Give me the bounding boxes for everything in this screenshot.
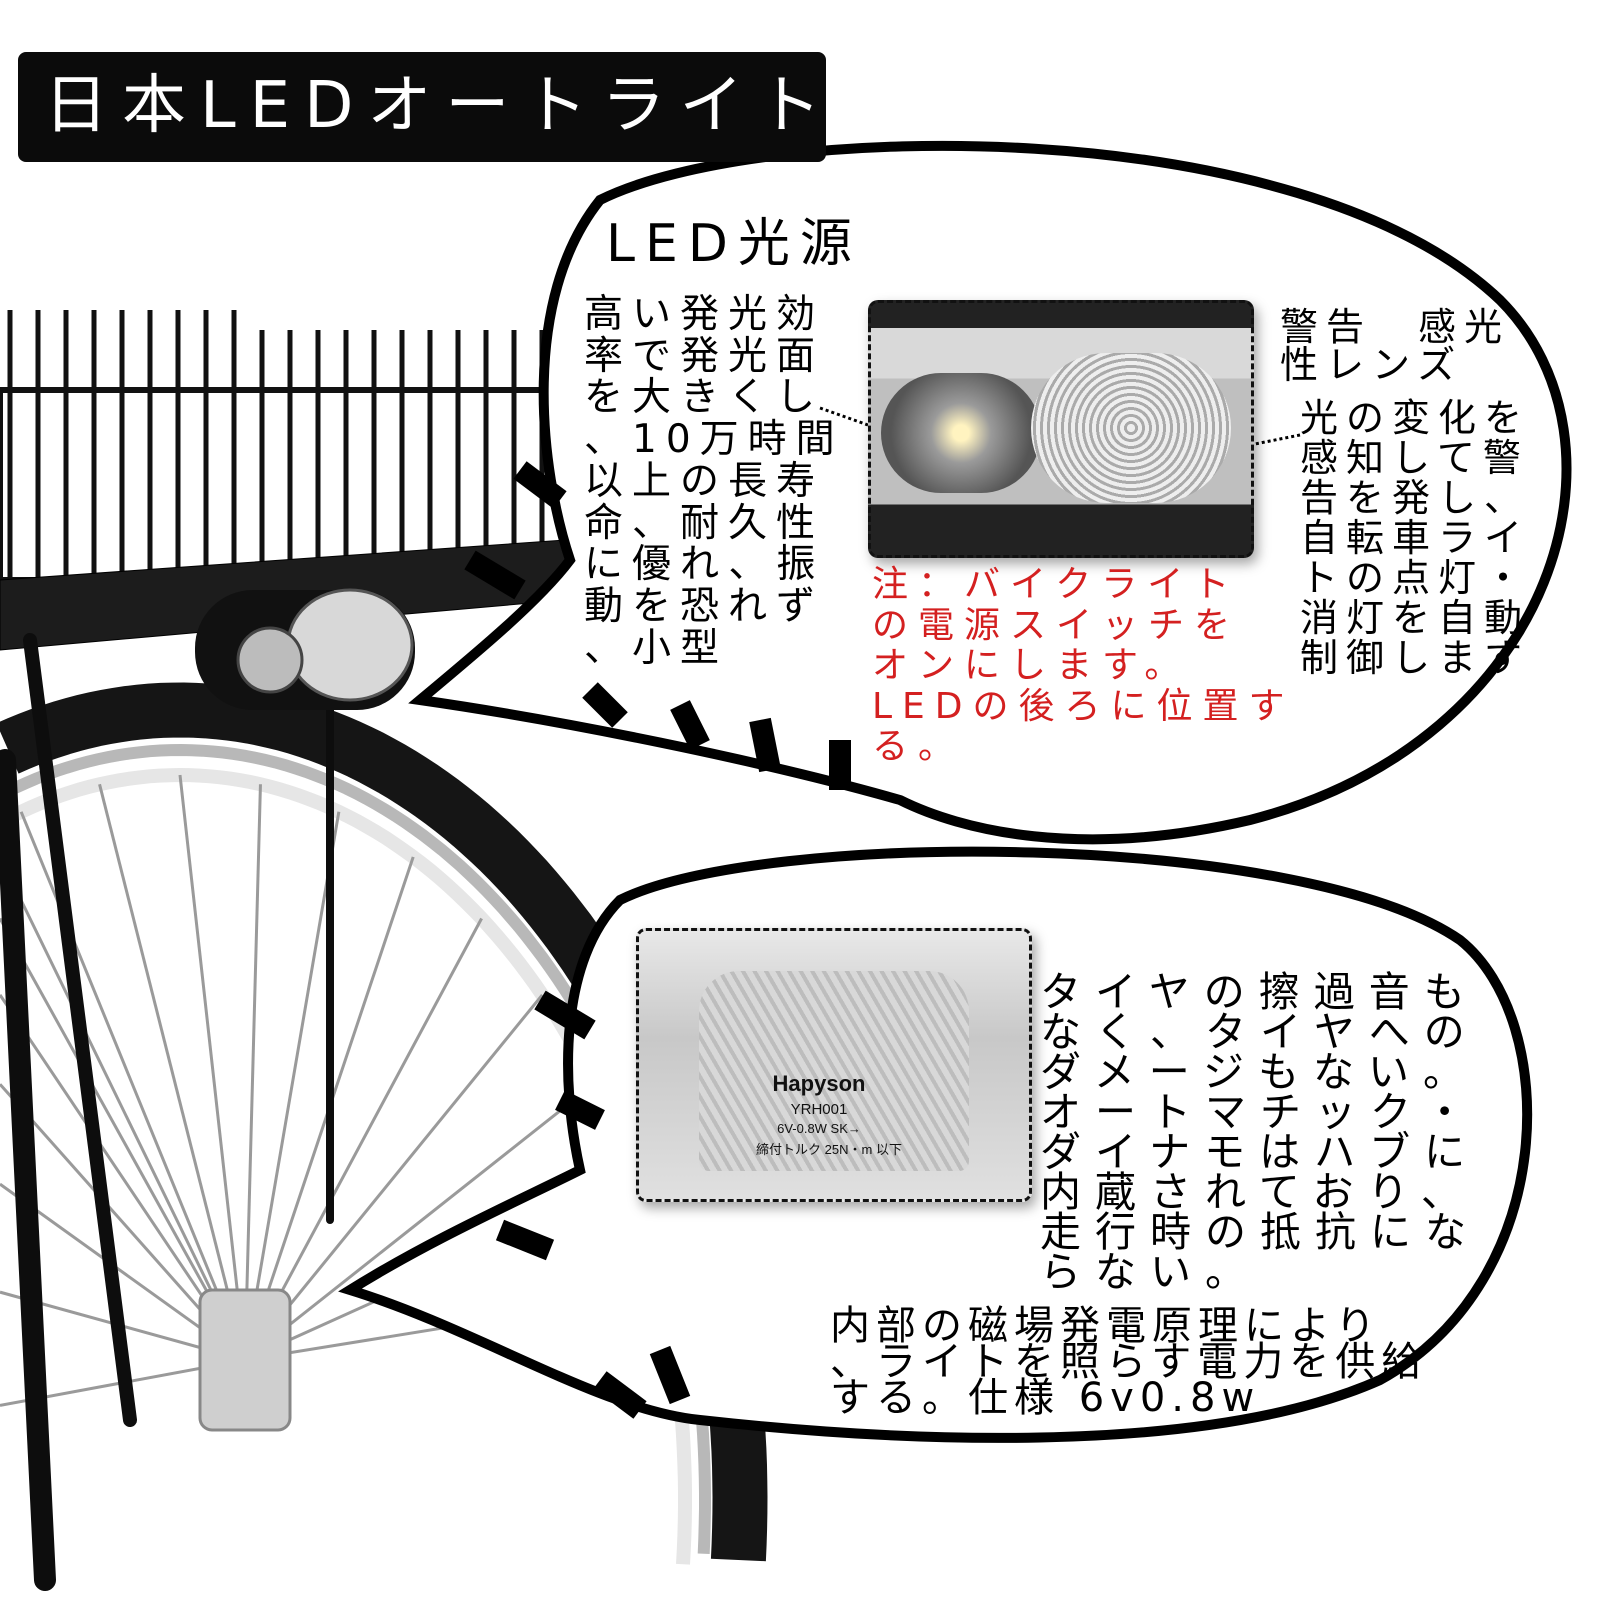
wheel-spoke	[0, 917, 247, 1361]
headlight-closeup-photo	[868, 300, 1254, 558]
text-line: の電源スイッチを	[872, 604, 1241, 646]
text-line: タイヤの擦過音も	[1040, 968, 1479, 1016]
text-line: 命、耐久性	[584, 500, 825, 546]
hub-brand: Hapyson	[772, 1071, 866, 1096]
dynamo-spec: 内部の磁場発電原理により、ライトを照らす電力を供給する。仕様 6v0.8w	[830, 1303, 1428, 1421]
text-line: 光の変化を	[1300, 396, 1531, 440]
text-line: 率で発光面	[584, 333, 825, 379]
text-line: 内部の磁場発電原理により	[830, 1303, 1382, 1349]
leader-line-led	[819, 406, 869, 427]
wheel-spoke	[244, 1083, 595, 1362]
wheel-spoke	[178, 774, 247, 1361]
text-line: オートマチック・	[1040, 1088, 1480, 1136]
text-line: る。	[872, 726, 965, 767]
text-line: に優れ、振	[584, 542, 825, 588]
wheel-spoke	[243, 811, 341, 1361]
text-line: 動を恐れず	[584, 583, 825, 629]
text-line: オンにします。	[872, 645, 1191, 686]
hub-rating: 6V-0.8W SK→	[777, 1121, 861, 1136]
led-heading: LED光源	[606, 214, 862, 274]
leader-line-sensor	[1249, 433, 1301, 447]
text-line: 、小型	[584, 625, 729, 671]
wheel-spoke	[0, 856, 247, 1361]
hub-torque: 締付トルク 25N・m 以下	[756, 1142, 902, 1157]
dynamo-description: タイヤの擦過音もなく、タイヤへのダメージもない。オートマチック・ダイナモはハブに…	[1040, 968, 1480, 1296]
text-line: 注：バイクライト	[872, 564, 1240, 605]
wheel-spoke	[243, 784, 262, 1361]
text-line: 告を発し、	[1300, 476, 1531, 520]
text-line: 消灯を自動	[1300, 596, 1531, 640]
text-line: 性レンズ	[1280, 343, 1464, 387]
sensor-lens	[1031, 353, 1231, 503]
sensor-heading: 警告 感光性レンズ	[1280, 308, 1510, 384]
text-line: 感知して警	[1300, 436, 1529, 480]
hub-dynamo-closeup-photo: Hapyson YRH001 6V-0.8W SK→ 締付トルク 25N・m 以…	[636, 928, 1032, 1202]
wheel-spoke	[19, 811, 247, 1361]
sensor-description: 光の変化を感知して警告を発し、自転車ライトの点灯・消灯を自動制御します	[1300, 398, 1530, 678]
led-description: 高い発光効率で発光面を大きくし、10万時間以上の長寿命、耐久性に優れ、振動を恐れ…	[584, 294, 844, 669]
hub-model: YRH001	[790, 1101, 848, 1118]
text-line: 高い発光効	[584, 292, 825, 337]
wheel-spoke	[98, 783, 247, 1361]
text-line: LEDの後ろに位置す	[872, 685, 1295, 727]
text-line: 警告 感光	[1280, 305, 1511, 349]
title-bar	[18, 52, 826, 162]
dynamo-body	[699, 971, 969, 1171]
wheel-spoke	[243, 917, 483, 1361]
text-line: トの点灯・	[1300, 556, 1531, 600]
text-line: ダイナモはハブに	[1040, 1128, 1480, 1176]
text-line: 制御します	[1300, 636, 1531, 680]
headlight	[195, 588, 415, 710]
text-line: 内蔵されており、	[1040, 1168, 1476, 1216]
text-line: 自転車ライ	[1300, 516, 1531, 560]
note-text: 注：バイクライトの電源スイッチをオンにします。LEDの後ろに位置する。	[872, 564, 1295, 768]
text-line: する。仕様 6v0.8w	[830, 1375, 1261, 1421]
hub-dynamo	[198, 1288, 292, 1432]
wheel-spoke	[243, 993, 544, 1361]
text-line: らない。	[1040, 1248, 1260, 1296]
text-line: 、ライトを照らす電力を供給	[830, 1339, 1428, 1385]
text-line: ダメージもない。	[1040, 1048, 1478, 1096]
led-lens	[881, 373, 1041, 493]
fork	[0, 633, 334, 1591]
text-line: を大きくし	[584, 375, 825, 421]
text-line: 以上の長寿	[584, 458, 825, 504]
page-title: 日本LEDオートライト	[44, 69, 836, 143]
text-line: 、10万時間	[584, 417, 844, 463]
text-line: 走行時の抵抗にな	[1040, 1208, 1480, 1256]
text-line: なく、タイヤへの	[1040, 1008, 1479, 1056]
